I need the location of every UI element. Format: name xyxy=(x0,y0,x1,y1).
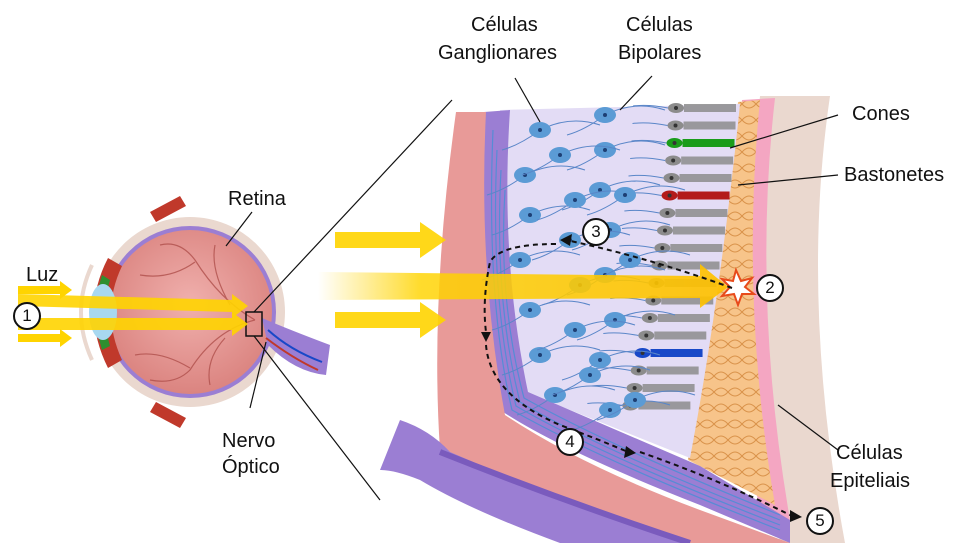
retina-cross-section xyxy=(318,76,845,543)
label-retina: Retina xyxy=(228,186,286,212)
eye-lens xyxy=(89,284,117,340)
label-luz: Luz xyxy=(26,262,58,288)
label-ganglion-line2: Ganglionares xyxy=(438,40,557,66)
label-epitelial-line1: Células xyxy=(836,440,903,466)
label-epitelial-line2: Epiteliais xyxy=(830,468,910,494)
step-5-badge: 5 xyxy=(806,507,834,535)
step-4-badge: 4 xyxy=(556,428,584,456)
label-bastonetes: Bastonetes xyxy=(844,162,944,188)
label-bipolar-line1: Células xyxy=(626,12,693,38)
step-2-badge: 2 xyxy=(756,274,784,302)
label-nervo-line1: Nervo xyxy=(222,428,275,454)
label-bipolar-line2: Bipolares xyxy=(618,40,701,66)
label-optico-line2: Óptico xyxy=(222,454,280,480)
step-3-badge: 3 xyxy=(582,218,610,246)
label-ganglion-line1: Células xyxy=(471,12,538,38)
optic-nerve xyxy=(262,318,330,375)
step-1-badge: 1 xyxy=(13,302,41,330)
label-cones: Cones xyxy=(852,101,910,127)
bipolar-leader xyxy=(620,76,652,110)
